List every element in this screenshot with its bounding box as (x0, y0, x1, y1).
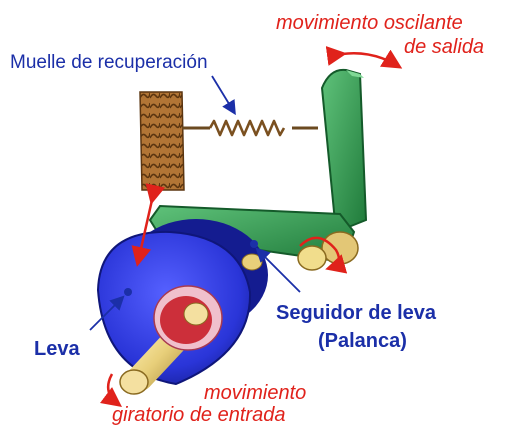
wall-anchor (139, 91, 185, 191)
input-motion-label-line2: giratorio de entrada (112, 404, 286, 426)
follower-label-line1: Seguidor de leva (276, 302, 437, 324)
input-shaft (119, 285, 223, 395)
cam-center-dot (124, 288, 132, 296)
pivot-rotation-arrow (299, 236, 348, 274)
return-spring (182, 119, 318, 137)
input-rotation-arrow (100, 373, 122, 408)
follower-pointer-arrow (255, 247, 301, 293)
output-oscillation-arrow (325, 46, 403, 69)
cam-contact-arrow (131, 183, 166, 267)
spring-pointer-arrow (211, 75, 236, 116)
spring-label: Muelle de recuperación (10, 52, 208, 73)
lever-dot (250, 240, 258, 248)
output-motion-label-line1: movimiento oscilante (276, 12, 463, 34)
input-motion-label-line1: movimiento (204, 382, 307, 404)
output-motion-label-line2: de salida (404, 36, 485, 58)
cam-label: Leva (34, 338, 80, 360)
follower-label-line2: (Palanca) (318, 330, 407, 352)
cam-pointer-arrow (89, 295, 125, 331)
